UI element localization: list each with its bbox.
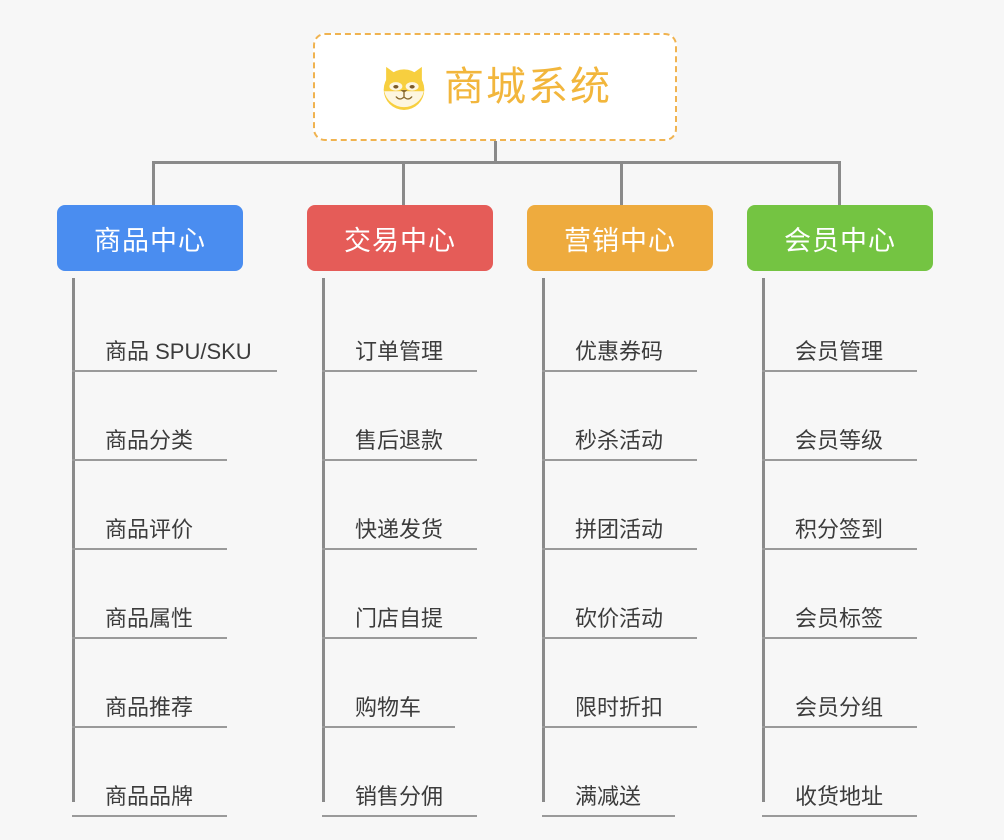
list-item-label: 商品 SPU/SKU xyxy=(105,338,252,364)
list-item[interactable]: 商品推荐 xyxy=(72,639,227,728)
list-item[interactable]: 商品 SPU/SKU xyxy=(72,283,277,372)
list-item-label: 售后退款 xyxy=(355,427,444,453)
list-item-label: 会员分组 xyxy=(795,694,884,720)
list-item-label: 拼团活动 xyxy=(575,516,664,542)
list-item-label: 收货地址 xyxy=(795,783,884,809)
drop-line-member-center xyxy=(838,163,841,207)
list-item[interactable]: 满减送 xyxy=(542,728,675,817)
list-item[interactable]: 秒杀活动 xyxy=(542,372,697,461)
list-item-label: 门店自提 xyxy=(355,605,444,631)
trunk-member-center xyxy=(762,278,765,802)
trunk-product-center xyxy=(72,278,75,802)
branch-horizontal-bar xyxy=(152,161,841,164)
list-item[interactable]: 购物车 xyxy=(322,639,455,728)
list-item-label: 优惠券码 xyxy=(575,338,664,364)
category-label-product-center: 商品中心 xyxy=(94,225,206,256)
category-box-marketing-center[interactable]: 营销中心 xyxy=(527,205,713,271)
list-item[interactable]: 售后退款 xyxy=(322,372,477,461)
list-item[interactable]: 收货地址 xyxy=(762,728,917,817)
list-item[interactable]: 拼团活动 xyxy=(542,461,697,550)
category-label-member-center: 会员中心 xyxy=(784,225,896,256)
category-label-marketing-center: 营销中心 xyxy=(564,225,676,256)
list-item-label: 会员等级 xyxy=(795,427,884,453)
list-item-label: 商品品牌 xyxy=(105,783,194,809)
dog-face-emoji xyxy=(378,62,430,114)
list-item[interactable]: 优惠券码 xyxy=(542,283,697,372)
list-item-label: 快递发货 xyxy=(355,516,444,542)
list-item[interactable]: 会员管理 xyxy=(762,283,917,372)
list-item[interactable]: 会员分组 xyxy=(762,639,917,728)
category-box-member-center[interactable]: 会员中心 xyxy=(747,205,933,271)
list-item-label: 会员标签 xyxy=(795,605,884,631)
drop-line-product-center xyxy=(152,163,155,207)
list-item[interactable]: 快递发货 xyxy=(322,461,477,550)
trunk-marketing-center xyxy=(542,278,545,802)
list-item[interactable]: 限时折扣 xyxy=(542,639,697,728)
list-item-label: 商品属性 xyxy=(105,605,194,631)
drop-line-marketing-center xyxy=(620,163,623,207)
list-item-label: 购物车 xyxy=(355,694,422,720)
list-item[interactable]: 商品品牌 xyxy=(72,728,227,817)
list-item-label: 砍价活动 xyxy=(575,605,664,631)
list-item-label: 会员管理 xyxy=(795,338,884,364)
list-item-label: 商品分类 xyxy=(105,427,194,453)
list-item[interactable]: 商品评价 xyxy=(72,461,227,550)
list-item-label: 订单管理 xyxy=(355,338,444,364)
list-item[interactable]: 积分签到 xyxy=(762,461,917,550)
list-item[interactable]: 会员标签 xyxy=(762,550,917,639)
list-item[interactable]: 订单管理 xyxy=(322,283,477,372)
list-item[interactable]: 销售分佣 xyxy=(322,728,477,817)
list-item[interactable]: 砍价活动 xyxy=(542,550,697,639)
category-box-trade-center[interactable]: 交易中心 xyxy=(307,205,493,271)
list-item[interactable]: 商品分类 xyxy=(72,372,227,461)
list-item-label: 商品推荐 xyxy=(105,694,194,720)
root-title: 商城系统 xyxy=(444,65,612,109)
list-item-label: 限时折扣 xyxy=(575,694,664,720)
list-item-label: 满减送 xyxy=(575,783,642,809)
list-item[interactable]: 会员等级 xyxy=(762,372,917,461)
drop-line-trade-center xyxy=(402,163,405,207)
list-item[interactable]: 门店自提 xyxy=(322,550,477,639)
list-item-label: 秒杀活动 xyxy=(575,427,664,453)
list-item-label: 销售分佣 xyxy=(355,783,444,809)
root-stem-line xyxy=(494,141,497,163)
category-box-product-center[interactable]: 商品中心 xyxy=(57,205,243,271)
list-item-label: 商品评价 xyxy=(105,516,194,542)
list-item[interactable]: 商品属性 xyxy=(72,550,227,639)
category-label-trade-center: 交易中心 xyxy=(344,225,456,256)
root-node[interactable]: 商城系统 xyxy=(313,33,677,141)
list-item-label: 积分签到 xyxy=(795,516,884,542)
trunk-trade-center xyxy=(322,278,325,802)
